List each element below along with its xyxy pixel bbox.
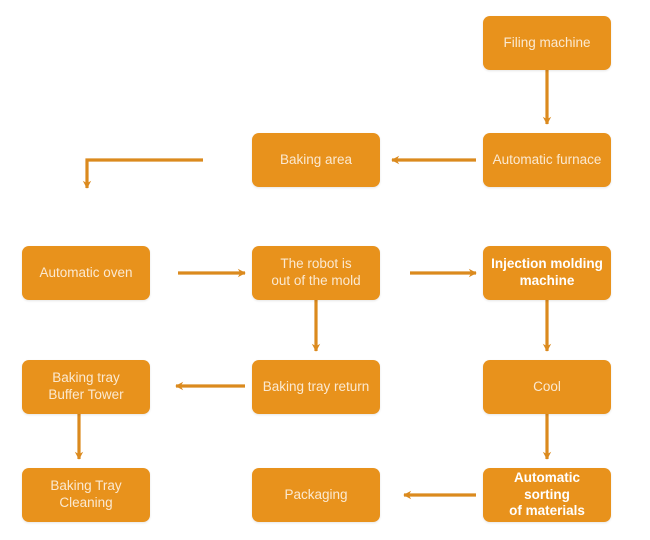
node-label: Cool <box>533 378 561 394</box>
node-automatic-sorting-of-materials[interactable]: Automatic sorting of materials <box>483 468 611 522</box>
node-injection-molding-machine[interactable]: Injection molding machine <box>483 246 611 300</box>
node-baking-tray-cleaning[interactable]: Baking Tray Cleaning <box>22 468 150 522</box>
node-label: Automatic sorting of materials <box>509 469 585 519</box>
node-filing-machine[interactable]: Filing machine <box>483 16 611 70</box>
node-automatic-furnace[interactable]: Automatic furnace <box>483 133 611 187</box>
node-automatic-oven[interactable]: Automatic oven <box>22 246 150 300</box>
node-robot-out-of-mold[interactable]: The robot is out of the mold <box>252 246 380 300</box>
node-label: Baking tray return <box>262 378 370 394</box>
connector-baking-area-to-oven <box>82 158 203 189</box>
node-baking-tray-return[interactable]: Baking tray return <box>252 360 380 414</box>
node-label: Automatic furnace <box>492 151 602 167</box>
node-baking-tray-buffer-tower[interactable]: Baking tray Buffer Tower <box>22 360 150 414</box>
node-label: The robot is out of the mold <box>271 256 361 288</box>
node-label: Baking area <box>279 151 353 167</box>
node-packaging[interactable]: Packaging <box>252 468 380 522</box>
node-label: Baking tray Buffer Tower <box>48 370 124 402</box>
node-label: Baking Tray Cleaning <box>50 478 122 510</box>
node-cool[interactable]: Cool <box>483 360 611 414</box>
node-label: Injection molding machine <box>491 256 603 288</box>
node-label: Packaging <box>284 486 348 502</box>
node-baking-area[interactable]: Baking area <box>252 133 380 187</box>
node-label: Automatic oven <box>39 264 133 280</box>
node-label: Filing machine <box>503 34 591 50</box>
